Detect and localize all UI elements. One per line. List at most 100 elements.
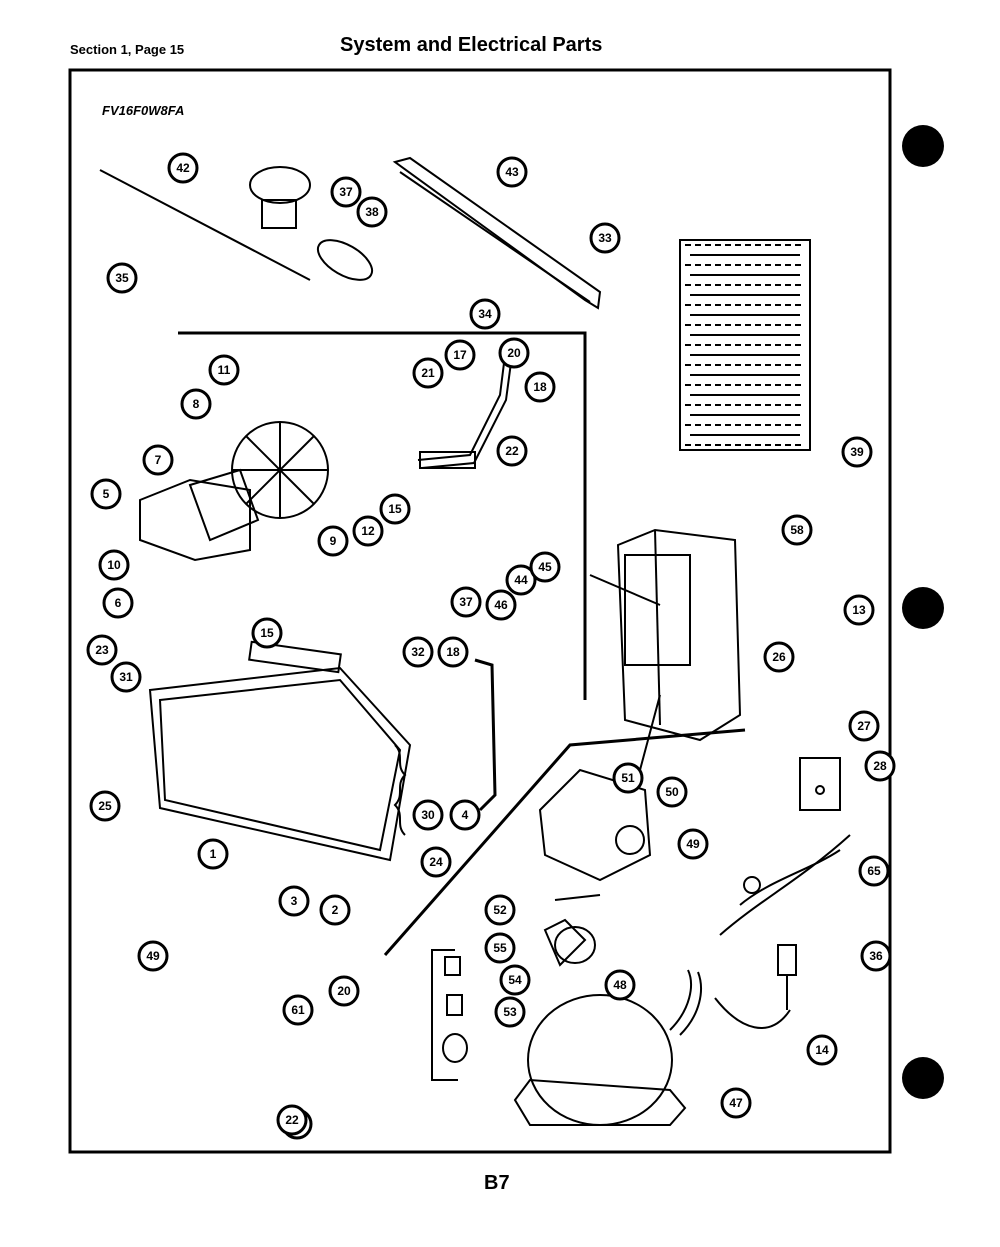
callout-circle — [420, 846, 452, 878]
callout-28: 28 — [864, 750, 896, 782]
callout-8: 8 — [180, 388, 212, 420]
callout-number: 46 — [494, 598, 508, 612]
callout-33: 33 — [589, 222, 621, 254]
callout-circle — [86, 634, 118, 666]
callout-number: 42 — [176, 161, 190, 175]
callout-circle — [498, 337, 530, 369]
callout-22: 22 — [496, 435, 528, 467]
callout-circle — [449, 799, 481, 831]
callout-53: 53 — [494, 996, 526, 1028]
callout-number: 58 — [790, 523, 804, 537]
wire-harness — [719, 834, 851, 936]
compressor — [513, 969, 702, 1126]
callout-circle — [677, 828, 709, 860]
callout-6: 6 — [102, 587, 134, 619]
callout-number: 61 — [291, 1003, 305, 1017]
callout-number: 36 — [869, 949, 883, 963]
callout-circle — [848, 710, 880, 742]
callout-number: 23 — [95, 643, 109, 657]
drain-pan — [538, 768, 652, 882]
callout-54: 54 — [499, 964, 531, 996]
light-socket — [249, 166, 374, 281]
callout-circle — [319, 894, 351, 926]
callout-61: 61 — [282, 994, 314, 1026]
callout-21: 21 — [412, 357, 444, 389]
callout-number: 44 — [514, 573, 528, 587]
callout-circle — [137, 940, 169, 972]
callout-circle — [469, 298, 501, 330]
callout-55: 55 — [484, 932, 516, 964]
callout-17: 17 — [444, 339, 476, 371]
callout-circle — [437, 636, 469, 668]
callout-number: 37 — [459, 595, 473, 609]
callout-number: 33 — [598, 231, 612, 245]
callout-circle — [379, 493, 411, 525]
callout-30: 30 — [412, 799, 444, 831]
callout-7: 7 — [142, 444, 174, 476]
callout-circle — [496, 435, 528, 467]
callout-number: 9 — [330, 534, 337, 548]
trim-strip — [392, 156, 602, 310]
callout-number: 32 — [411, 645, 425, 659]
callout-number: 65 — [867, 864, 881, 878]
callout-number: 20 — [337, 984, 351, 998]
callout-25: 25 — [89, 790, 121, 822]
callout-number: 28 — [873, 759, 887, 773]
callout-39: 39 — [841, 436, 873, 468]
callout-36: 36 — [860, 940, 892, 972]
callout-circle — [402, 636, 434, 668]
callout-65: 65 — [858, 855, 890, 887]
callout-number: 15 — [260, 626, 274, 640]
callout-number: 54 — [508, 973, 522, 987]
callout-number: 6 — [115, 596, 122, 610]
callout-number: 45 — [538, 560, 552, 574]
callout-number: 20 — [507, 346, 521, 360]
callout-number: 11 — [218, 363, 231, 377]
callout-number: 30 — [421, 808, 435, 822]
callout-number: 49 — [686, 837, 700, 851]
callout-50: 50 — [656, 776, 688, 808]
callout-circle — [604, 969, 636, 1001]
callout-14: 14 — [806, 1034, 838, 1066]
callout-49: 49 — [677, 828, 709, 860]
callout-18: 18 — [524, 371, 556, 403]
callout-58: 58 — [781, 514, 813, 546]
callout-15: 15 — [251, 617, 283, 649]
binder-hole-bottom — [902, 1057, 944, 1099]
binder-hole-top — [902, 125, 944, 167]
callout-number: 47 — [729, 1096, 743, 1110]
callout-circle — [276, 1104, 308, 1136]
callout-49: 49 — [137, 940, 169, 972]
callout-circle — [841, 436, 873, 468]
callout-circle — [499, 964, 531, 996]
callout-42: 42 — [167, 152, 199, 184]
callout-27: 27 — [848, 710, 880, 742]
callout-circle — [180, 388, 212, 420]
callout-circle — [720, 1087, 752, 1119]
callout-37: 37 — [330, 176, 362, 208]
callout-26: 26 — [763, 641, 795, 673]
callout-circle — [330, 176, 362, 208]
callout-46: 46 — [485, 589, 517, 621]
callout-circle — [328, 975, 360, 1007]
callout-51: 51 — [612, 762, 644, 794]
partition-line-bottom — [383, 728, 746, 956]
callout-10: 10 — [98, 549, 130, 581]
valve-group — [431, 949, 468, 1081]
callout-47: 47 — [720, 1087, 752, 1119]
relay-box — [799, 757, 841, 811]
callout-number: 13 — [852, 603, 866, 617]
callout-number: 27 — [857, 719, 871, 733]
callout-number: 3 — [291, 894, 298, 908]
callout-44: 44 — [505, 564, 537, 596]
cabinet-outline — [589, 528, 742, 771]
callout-circle — [110, 661, 142, 693]
callout-circle — [142, 444, 174, 476]
power-cord — [714, 944, 797, 1029]
callout-number: 4 — [462, 808, 469, 822]
callout-22: 22 — [276, 1104, 308, 1136]
callout-number: 35 — [115, 271, 129, 285]
drain-channel — [417, 354, 513, 469]
callout-circle — [485, 589, 517, 621]
